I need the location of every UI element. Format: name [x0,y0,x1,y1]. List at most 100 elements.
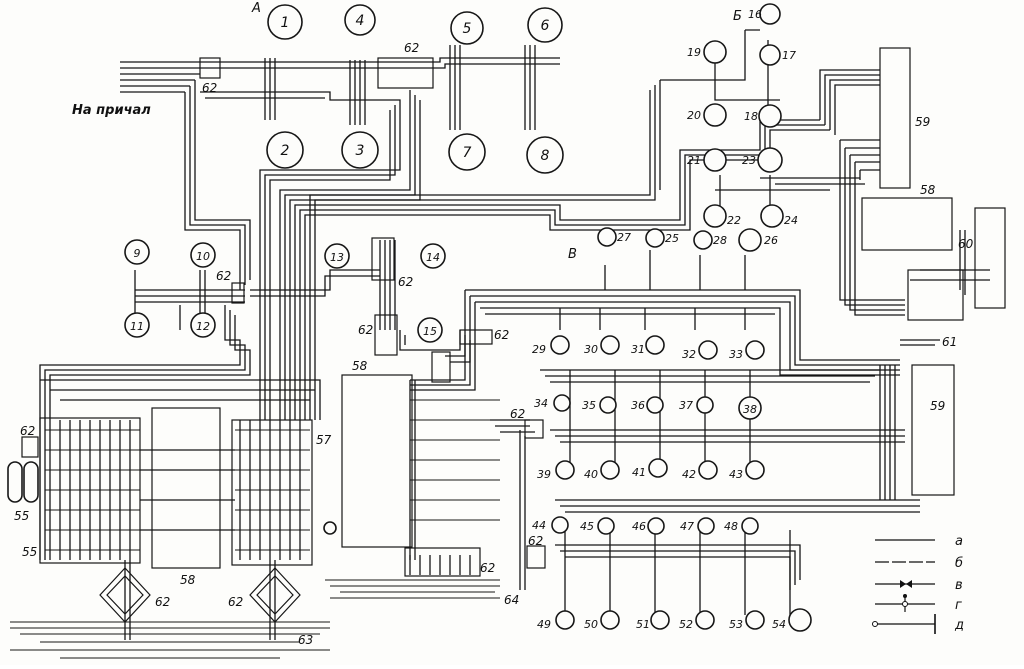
tank-9: 9 [124,239,150,265]
callout-57: 57 [316,433,332,447]
callout-58-c: 58 [920,183,936,197]
tank-circle [341,131,379,169]
legend: а б в г д [872,534,964,634]
tank-19: 19 [687,40,727,64]
tank-11: 11 [124,312,150,338]
manifold-62-right [907,269,964,321]
callout-62-d: 62 [398,275,413,289]
tank-circle [650,610,670,630]
tank-6: 6 [527,7,563,43]
tank-circle [645,335,665,355]
manifold-59-right [911,364,955,496]
tank-43: 43 [729,460,765,481]
tank-circle [551,516,569,534]
tank-label: 20 [687,109,701,122]
tank-label: 38 [743,403,757,416]
tank-circle [788,608,812,632]
callout-59-b: 59 [930,399,945,413]
tank-30: 30 [584,335,620,356]
group-label-b: Б [733,9,742,24]
tank-7: 7 [448,133,486,171]
tank-53: 53 [729,610,765,631]
tank-circle [698,340,718,360]
tank-4: 4 [344,4,376,36]
tank-circle [698,460,718,480]
tank-51: 51 [636,610,670,631]
capsule-55-b [23,461,39,503]
callout-62-l: 62 [228,595,243,609]
tank-label: 25 [665,232,679,245]
tank-47: 47 [680,517,715,535]
tank-35: 35 [582,396,617,414]
tank-14: 14 [420,243,446,269]
tank-32: 32 [682,340,718,361]
tank-1: 1 [267,4,303,40]
manifold-62-bottom [404,547,481,577]
tank-50: 50 [584,610,620,631]
tank-8: 8 [526,136,564,174]
tank-circle [759,3,781,25]
tank-label: 33 [729,348,743,361]
tank-circle [527,7,563,43]
unit-60 [974,207,1006,309]
tank-circle [703,204,727,228]
legend-key-g: г [955,598,962,613]
tank-circle [697,517,715,535]
tank-label: 23 [742,154,756,167]
tank-label: 52 [679,618,693,631]
tank-label: 12 [196,320,210,333]
tank-13: 13 [324,243,350,269]
callout-59-a: 59 [915,115,930,129]
tank-circle [745,340,765,360]
tank-label: 48 [724,520,738,533]
tank-label: 37 [679,399,693,412]
tank-circle [597,517,615,535]
callout-62-a: 62 [202,81,217,95]
callout-55-b: 55 [22,545,37,559]
tank-circle [344,4,376,36]
tank-5: 5 [450,11,484,45]
tank-label: 26 [764,234,778,247]
tank-label: 28 [713,234,727,247]
tank-label: 44 [532,519,546,532]
tank-circle [741,517,759,535]
unit-58-right [861,197,953,251]
tank-label: 32 [682,348,696,361]
tank-circle [599,396,617,414]
tank-27: 27 [597,227,631,247]
tank-circle [745,610,765,630]
tank-label: 27 [617,231,631,244]
legend-key-v: в [955,578,963,593]
tank-39: 39 [537,460,575,481]
tank-label: 41 [632,466,646,479]
tank-circle [695,610,715,630]
tank-label: 24 [784,214,798,227]
tank-circle [450,11,484,45]
tank-label: 34 [534,397,548,410]
pipe-network [39,29,990,640]
tank-label: 49 [537,618,551,631]
tank-label: 2 [281,143,290,159]
tank-40: 40 [584,460,620,481]
tank-circle [266,131,304,169]
tank-circle [757,147,783,173]
tank-circle [693,230,713,250]
tank-circle [190,312,216,338]
tank-25: 25 [645,228,679,248]
valve-box-62-h [526,545,546,569]
tank-46: 46 [632,517,665,535]
valve-box-62-e [459,329,493,345]
tank-label: 17 [782,49,796,62]
tank-20: 20 [687,103,727,127]
tank-label: 29 [532,343,546,356]
valve-box-62-c [371,237,395,281]
tank-label: 8 [541,148,550,164]
callout-61: 61 [942,335,957,349]
tank-label: 51 [636,618,650,631]
tank-circle [760,204,784,228]
tank-45: 45 [580,517,615,535]
callout-62-c: 62 [216,269,231,283]
tank-circle [745,460,765,480]
